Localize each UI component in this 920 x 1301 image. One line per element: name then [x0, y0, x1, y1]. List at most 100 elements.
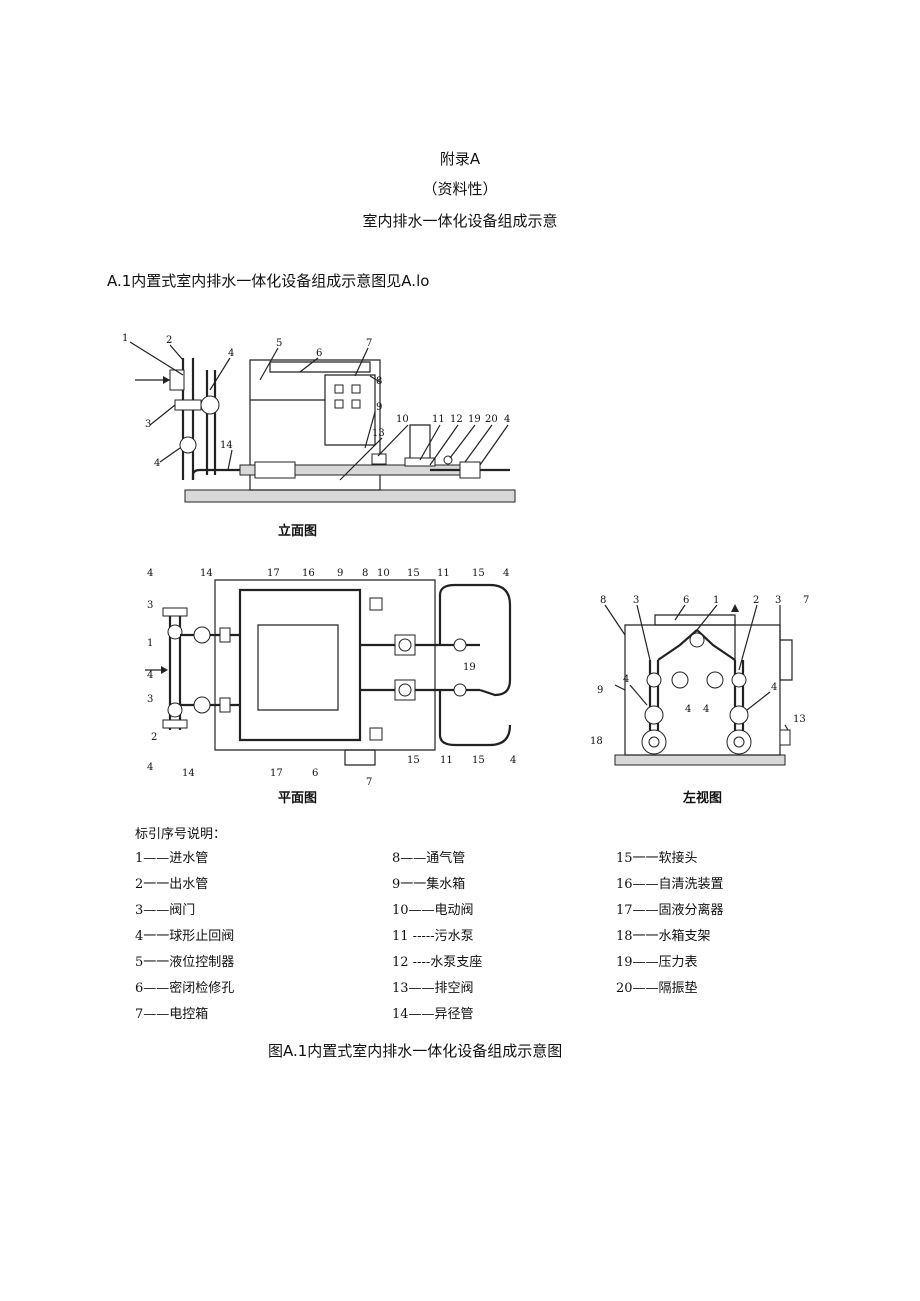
svg-text:6: 6 [683, 595, 689, 606]
svg-text:17: 17 [267, 568, 280, 579]
plan-drawing: 4 3 1 4 3 2 4 14 17 16 9 8 10 15 11 15 4… [130, 568, 516, 806]
svg-text:4: 4 [771, 682, 777, 693]
svg-text:1: 1 [122, 333, 128, 344]
svg-text:4: 4 [703, 704, 709, 715]
svg-text:15: 15 [407, 568, 420, 579]
svg-text:4: 4 [228, 348, 234, 359]
legend-column-1: 1——进水管 2一一出水管 3——阀门 4一一球形止回阀 5一一液位控制器 6—… [135, 846, 385, 1022]
svg-text:14: 14 [220, 440, 233, 451]
svg-text:11: 11 [440, 755, 453, 766]
svg-text:7: 7 [803, 595, 809, 606]
svg-text:15: 15 [407, 755, 420, 766]
legend-item: 9一一集水箱 [392, 877, 466, 892]
side-caption: 左视图 [683, 790, 722, 806]
svg-text:9: 9 [337, 568, 343, 579]
figure-caption: 图A.1内置式室内排水一体化设备组成示意图 [268, 1042, 563, 1060]
elevation-caption: 立面图 [278, 523, 317, 539]
svg-text:4: 4 [147, 568, 153, 579]
page-title: 室内排水一体化设备组成示意 [362, 212, 558, 230]
legend-item: 15一一软接头 [616, 851, 698, 866]
valve-3 [175, 400, 201, 410]
svg-text:5: 5 [276, 338, 282, 349]
svg-text:4: 4 [504, 414, 510, 425]
legend-item: 1——进水管 [135, 851, 209, 866]
elevation-base-slab [185, 490, 515, 502]
svg-text:10: 10 [377, 568, 390, 579]
svg-text:2: 2 [166, 335, 172, 346]
svg-text:4: 4 [623, 674, 629, 685]
svg-text:6: 6 [312, 768, 318, 779]
svg-text:10: 10 [396, 414, 409, 425]
svg-text:16: 16 [302, 568, 315, 579]
check-valve-4-elev [180, 437, 196, 453]
section-a1-text: A.1内置式室内排水一体化设备组成示意图见A.lo [107, 272, 430, 290]
svg-text:8: 8 [600, 595, 606, 606]
svg-text:7: 7 [366, 777, 372, 788]
legend-item: 13——排空阀 [392, 981, 474, 996]
elevation-drawing: 1 2 4 3 4 5 6 7 8 9 10 13 11 12 19 20 4 … [122, 333, 530, 539]
svg-text:17: 17 [270, 768, 283, 779]
legend-item: 17——固液分离器 [616, 903, 724, 918]
legend-item: 18一一水箱支架 [616, 929, 711, 944]
svg-text:4: 4 [510, 755, 516, 766]
svg-text:4: 4 [147, 762, 153, 773]
svg-text:14: 14 [200, 568, 213, 579]
svg-text:2: 2 [151, 732, 157, 743]
svg-text:20: 20 [485, 414, 498, 425]
legend-item: 14——异径管 [392, 1007, 474, 1022]
svg-text:13: 13 [372, 428, 385, 439]
plan-caption: 平面图 [278, 791, 317, 806]
svg-text:3: 3 [147, 600, 153, 611]
svg-text:7: 7 [366, 338, 372, 349]
svg-text:19: 19 [463, 662, 476, 673]
legend-item: 8——通气管 [392, 851, 466, 866]
svg-text:14: 14 [182, 768, 195, 779]
motorized-valve-10 [372, 454, 386, 464]
svg-text:4: 4 [154, 458, 160, 469]
svg-text:2: 2 [753, 595, 759, 606]
legend-item: 7——电控箱 [135, 1007, 209, 1022]
appendix-nature: （资料性） [422, 180, 498, 198]
legend-column-2: 8——通气管 9一一集水箱 10——电动阀 11 -----污水泵 12 ---… [392, 846, 612, 1022]
legend-item: 5一一液位控制器 [135, 955, 235, 970]
svg-text:6: 6 [316, 348, 322, 359]
legend-item: 4一一球形止回阀 [135, 929, 235, 944]
legend-item: 3——阀门 [135, 903, 196, 918]
svg-text:11: 11 [437, 568, 450, 579]
svg-text:3: 3 [145, 419, 151, 430]
svg-text:13: 13 [793, 714, 806, 725]
svg-text:1: 1 [147, 638, 153, 649]
svg-text:11: 11 [432, 414, 445, 425]
legend-item: 2一一出水管 [135, 877, 209, 892]
svg-text:3: 3 [147, 694, 153, 705]
legend-heading: 标引序号说明： [135, 827, 227, 842]
svg-text:19: 19 [468, 414, 481, 425]
svg-text:18: 18 [590, 736, 603, 747]
legend-item: 16——自清洗装置 [616, 877, 724, 892]
control-box-7 [325, 375, 375, 445]
svg-text:9: 9 [376, 402, 382, 413]
svg-text:3: 3 [633, 595, 639, 606]
legend-column-3: 15一一软接头 16——自清洗装置 17——固液分离器 18一一水箱支架 19—… [616, 846, 836, 996]
svg-text:4: 4 [147, 670, 153, 681]
svg-text:4: 4 [685, 704, 691, 715]
svg-text:15: 15 [472, 755, 485, 766]
legend-item: 11 -----污水泵 [392, 929, 474, 944]
svg-text:1: 1 [713, 595, 719, 606]
legend-item: 6——密闭检修孔 [135, 981, 235, 996]
svg-text:8: 8 [376, 376, 382, 387]
svg-text:15: 15 [472, 568, 485, 579]
svg-text:4: 4 [503, 568, 509, 579]
svg-text:9: 9 [597, 685, 603, 696]
legend-item: 19——压力表 [616, 955, 698, 970]
legend-item: 20——隔振垫 [616, 981, 698, 996]
svg-text:12: 12 [450, 414, 463, 425]
svg-text:8: 8 [362, 568, 368, 579]
legend-item: 12 ----水泵支座 [392, 955, 483, 970]
side-drawing: 8 3 6 1 2 3 7 9 4 4 4 4 13 18 左视图 [590, 595, 809, 806]
appendix-label: 附录A [439, 150, 481, 168]
svg-text:3: 3 [775, 595, 781, 606]
check-valve-4-top [201, 396, 219, 414]
collection-tank-plan [240, 590, 360, 740]
legend-item: 10——电动阀 [392, 903, 474, 918]
